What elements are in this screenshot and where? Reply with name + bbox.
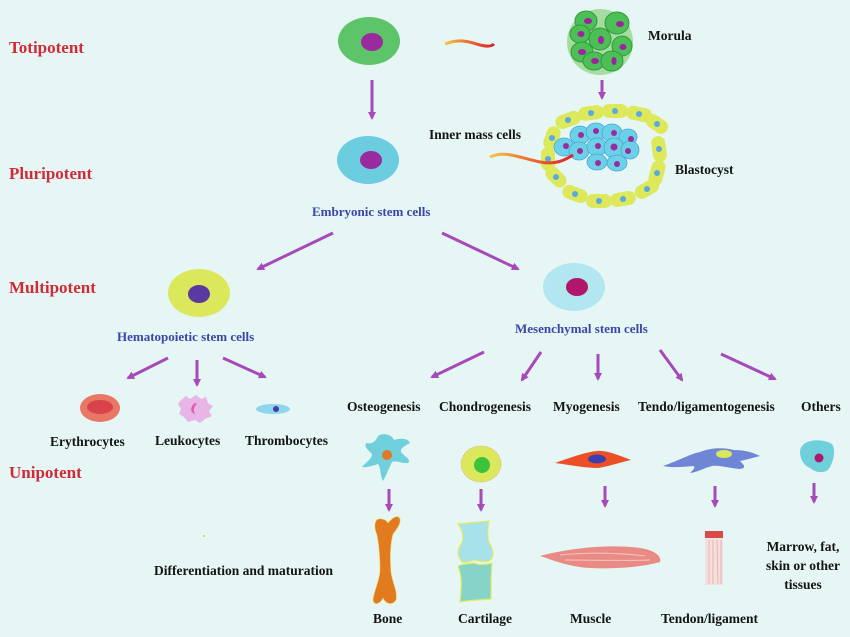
erythrocyte-icon [80,394,120,422]
arrow-to-mesenchymal [441,231,520,271]
leukocyte-icon [178,395,213,423]
tendon-icon [705,531,723,585]
zygote-cell-icon [338,17,400,65]
label-other-tissues: Marrow, fat, skin or other tissues [754,537,850,594]
arrow-to-tendogenesis [658,349,684,382]
tenocyte-icon [663,448,760,473]
chondrocyte-icon [460,445,502,483]
muscle-icon [540,546,661,569]
blastocyst-icon [541,104,669,208]
hematopoietic-stem-cell-icon [168,269,230,317]
other-progenitor-icon [800,440,835,473]
label-thrombocytes: Thrombocytes [245,433,328,448]
label-bone: Bone [373,611,403,626]
arrow-to-chondrogenesis [520,351,543,382]
bone-icon [372,516,401,604]
label-myogenesis: Myogenesis [553,399,620,414]
osteoblast-icon [362,434,410,481]
inner-mass-pointer-icon [489,152,574,165]
label-differentiation-maturation: Differentiation and maturation [154,563,333,578]
speck-icon [203,535,205,537]
label-tendon-ligament: Tendon/ligament [661,611,759,626]
label-chondrogenesis: Chondrogenesis [439,399,532,414]
label-tendo-ligamentogenesis: Tendo/ligamentogenesis [638,399,775,414]
cartilage-icon [456,520,494,603]
mesenchymal-stem-cell-icon [543,263,605,311]
label-inner-mass-cells: Inner mass cells [429,127,522,142]
label-others: Others [801,399,841,414]
level-unipotent: Unipotent [9,463,82,482]
label-erythrocytes: Erythrocytes [50,434,125,449]
other-tissues-line-1: Marrow, fat, [766,539,840,554]
thrombocyte-icon [256,404,290,414]
label-hematopoietic-stem-cells: Hematopoietic stem cells [117,329,255,344]
other-tissues-line-2: skin or other [765,558,840,573]
label-cartilage: Cartilage [458,611,512,626]
label-morula: Morula [648,28,692,43]
arrow-to-erythrocytes [126,356,169,380]
arrow-to-others [720,352,777,381]
other-tissues-line-3: tissues [784,577,822,592]
level-pluripotent: Pluripotent [9,164,93,183]
arrow-to-osteogenesis [430,350,485,379]
level-multipotent: Multipotent [9,278,96,297]
embryonic-stem-cell-icon [337,136,399,184]
label-muscle: Muscle [570,611,612,626]
arrow-to-hematopoietic [256,231,334,271]
label-mesenchymal-stem-cells: Mesenchymal stem cells [515,321,648,336]
myoblast-icon [555,450,631,468]
arrow-to-thrombocytes [222,356,267,379]
label-leukocytes: Leukocytes [155,433,221,448]
label-osteogenesis: Osteogenesis [347,399,421,414]
label-blastocyst: Blastocyst [675,162,734,177]
sperm-icon [444,39,496,48]
label-embryonic-stem-cells: Embryonic stem cells [312,204,431,219]
morula-icon [567,9,633,75]
level-totipotent: Totipotent [9,38,84,57]
